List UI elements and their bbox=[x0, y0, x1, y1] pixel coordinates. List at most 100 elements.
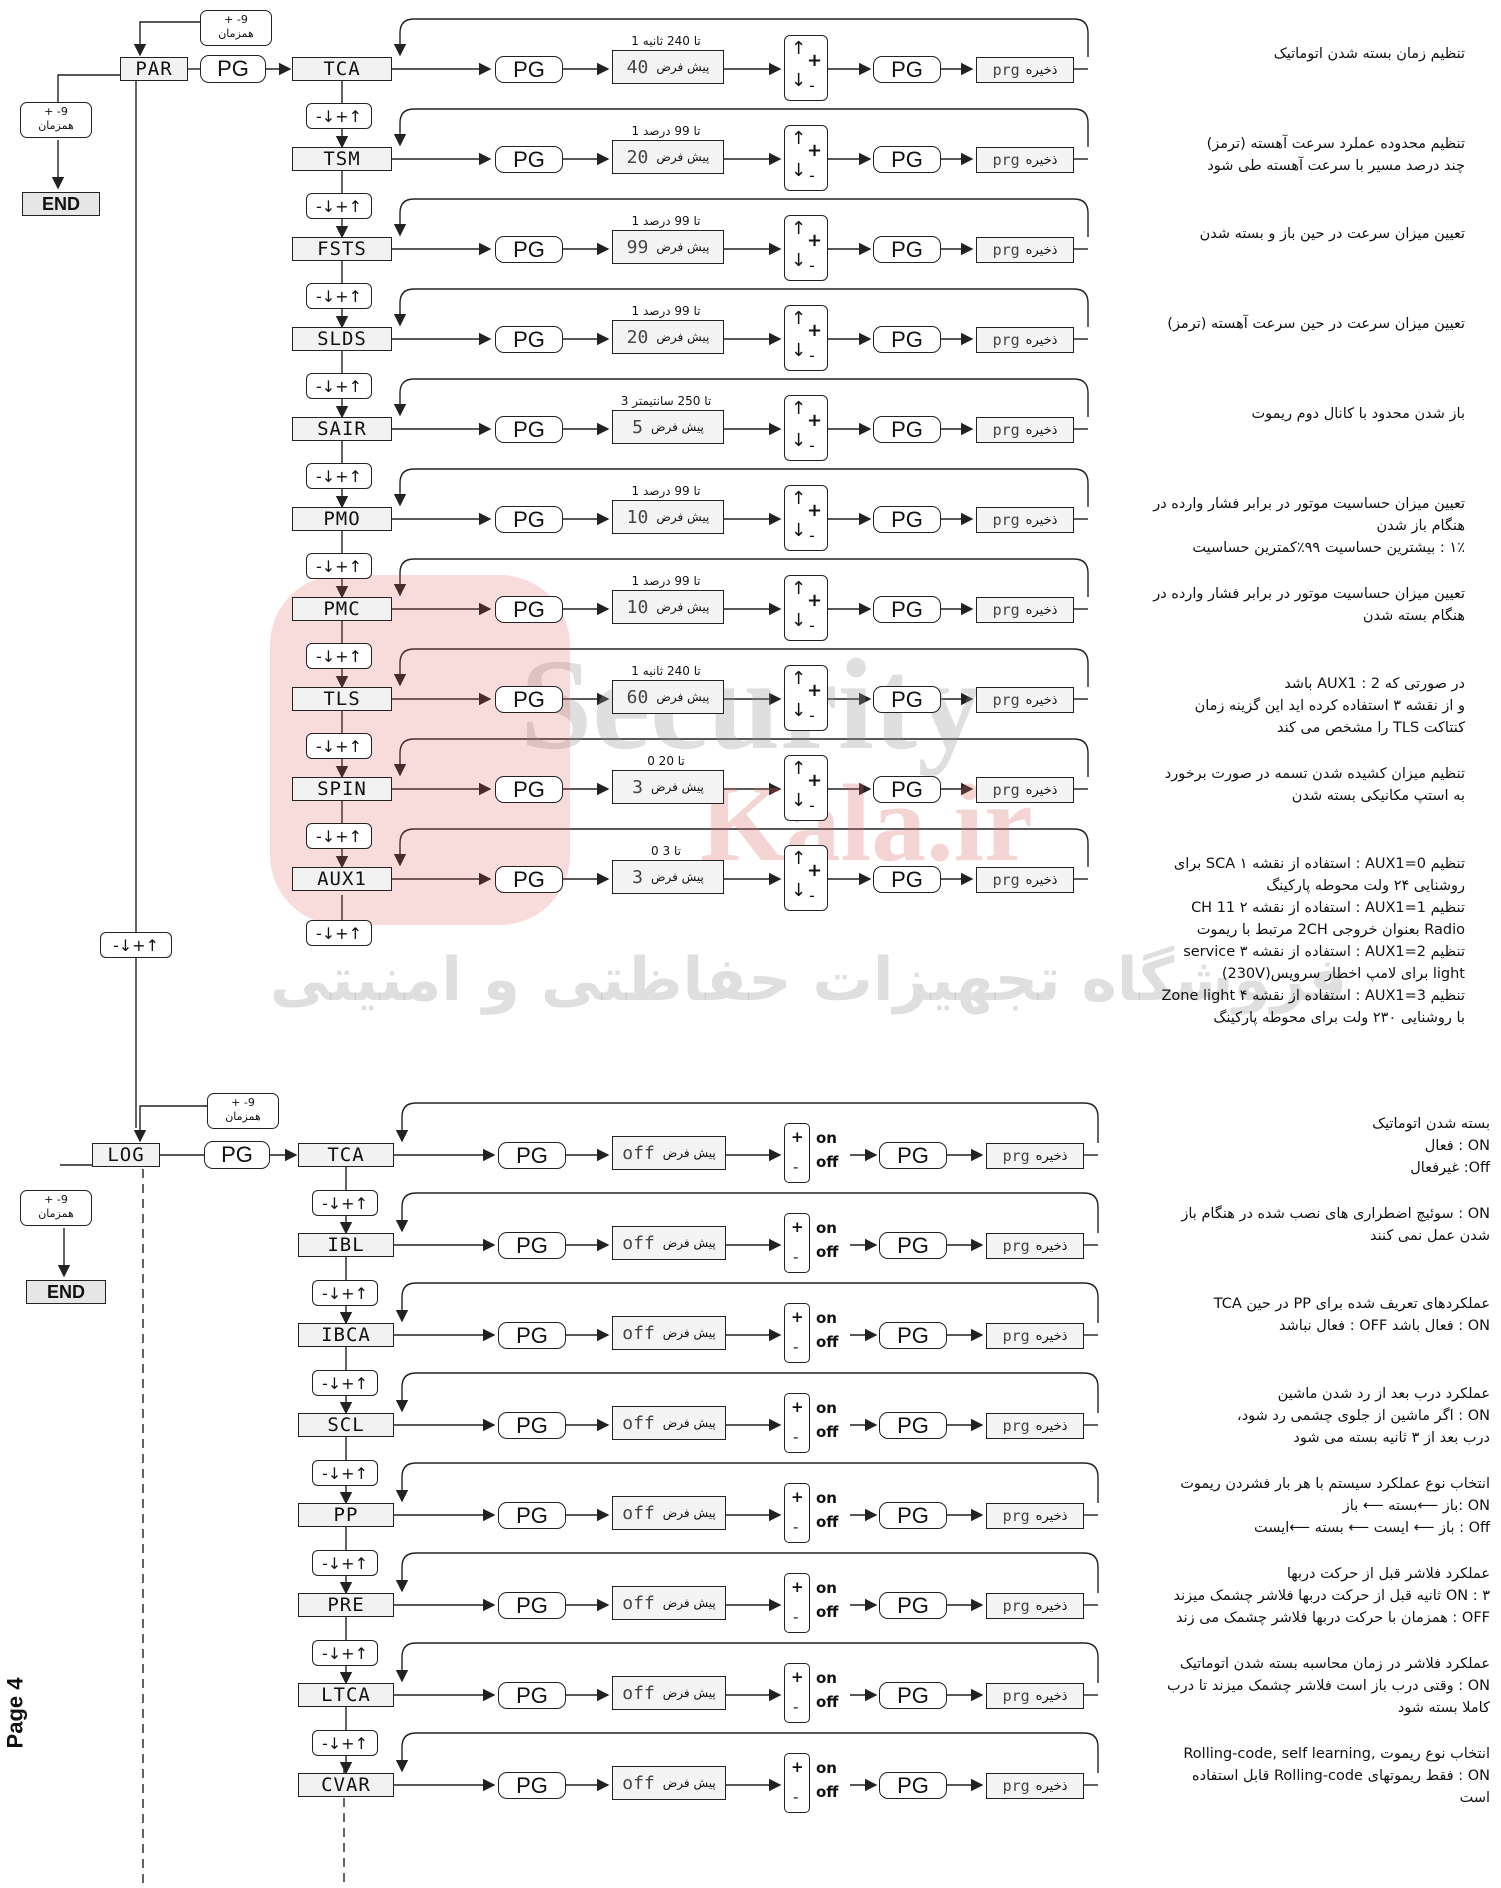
par-nav-keys[interactable]: -↓+↑ bbox=[306, 643, 372, 669]
par-tca-display[interactable]: TCA bbox=[292, 57, 392, 81]
log-tca-pg-save[interactable]: PG bbox=[879, 1142, 947, 1169]
par-pmc-pg-save[interactable]: PG bbox=[873, 596, 941, 623]
log-ltca-display[interactable]: LTCA bbox=[298, 1683, 394, 1707]
log-ibca-pg-enter[interactable]: PG bbox=[498, 1322, 566, 1349]
log-ibl-plus-minus-keys[interactable]: +- bbox=[784, 1213, 810, 1273]
par-tls-up-down-keys[interactable]: ↑+↓- bbox=[784, 665, 828, 731]
log-nav-keys[interactable]: -↓+↑ bbox=[312, 1370, 378, 1396]
par-slds-pg-save[interactable]: PG bbox=[873, 326, 941, 353]
log-ibl-pg-enter[interactable]: PG bbox=[498, 1232, 566, 1259]
par-aux1-display[interactable]: AUX1 bbox=[292, 867, 392, 891]
par-nav-keys[interactable]: -↓+↑ bbox=[306, 193, 372, 219]
log-scl-plus-minus-keys[interactable]: +- bbox=[784, 1393, 810, 1453]
par-spin-up-down-keys[interactable]: ↑+↓- bbox=[784, 755, 828, 821]
log-pp-display[interactable]: PP bbox=[298, 1503, 394, 1527]
log-ltca-pg-save[interactable]: PG bbox=[879, 1682, 947, 1709]
par-tca-pg-enter[interactable]: PG bbox=[495, 56, 563, 83]
par-sair-pg-save[interactable]: PG bbox=[873, 416, 941, 443]
par-slds-pg-enter[interactable]: PG bbox=[495, 326, 563, 353]
log-ibca-pg-save[interactable]: PG bbox=[879, 1322, 947, 1349]
par-nav-keys[interactable]: -↓+↑ bbox=[306, 463, 372, 489]
log-ibl-display[interactable]: IBL bbox=[298, 1233, 394, 1257]
log-cvar-display[interactable]: CVAR bbox=[298, 1773, 394, 1797]
par-pmo-up-down-keys[interactable]: ↑+↓- bbox=[784, 485, 828, 551]
par-pmc-display[interactable]: PMC bbox=[292, 597, 392, 621]
log-pre-display[interactable]: PRE bbox=[298, 1593, 394, 1617]
prg-value: prg bbox=[1002, 1687, 1030, 1705]
par-spin-pg-enter[interactable]: PG bbox=[495, 776, 563, 803]
simul-label: همزمان bbox=[38, 119, 74, 132]
log-pre-pg-enter[interactable]: PG bbox=[498, 1592, 566, 1619]
par-sair-pg-enter[interactable]: PG bbox=[495, 416, 563, 443]
log-ibl-pg-save[interactable]: PG bbox=[879, 1232, 947, 1259]
par-tls-pg-enter[interactable]: PG bbox=[495, 686, 563, 713]
par-pmo-display[interactable]: PMO bbox=[292, 507, 392, 531]
log-cvar-plus-minus-keys[interactable]: +- bbox=[784, 1753, 810, 1813]
par-fsts-display[interactable]: FSTS bbox=[292, 237, 392, 261]
par-slds-up-down-keys[interactable]: ↑+↓- bbox=[784, 305, 828, 371]
log-tca-display[interactable]: TCA bbox=[298, 1143, 394, 1167]
par-tls-display[interactable]: TLS bbox=[292, 687, 392, 711]
log-ltca-pg-enter[interactable]: PG bbox=[498, 1682, 566, 1709]
log-tca-plus-minus-keys[interactable]: +- bbox=[784, 1123, 810, 1183]
log-scl-pg-save[interactable]: PG bbox=[879, 1412, 947, 1439]
log-cvar-pg-enter[interactable]: PG bbox=[498, 1772, 566, 1799]
par-tsm-display[interactable]: TSM bbox=[292, 147, 392, 171]
par-pmo-pg-save[interactable]: PG bbox=[873, 506, 941, 533]
par-aux1-up-down-keys[interactable]: ↑+↓- bbox=[784, 845, 828, 911]
par-fsts-pg-enter[interactable]: PG bbox=[495, 236, 563, 263]
log-ibca-display[interactable]: IBCA bbox=[298, 1323, 394, 1347]
par-last-nav-keys[interactable]: -↓+↑ bbox=[306, 920, 372, 946]
log-pre-pg-save[interactable]: PG bbox=[879, 1592, 947, 1619]
par-fsts-pg-save[interactable]: PG bbox=[873, 236, 941, 263]
par-pmo-pg-enter[interactable]: PG bbox=[495, 506, 563, 533]
par-tsm-pg-enter[interactable]: PG bbox=[495, 146, 563, 173]
par-pmc-up-down-keys[interactable]: ↑+↓- bbox=[784, 575, 828, 641]
par-slds-display[interactable]: SLDS bbox=[292, 327, 392, 351]
par-tsm-pg-save[interactable]: PG bbox=[873, 146, 941, 173]
par-tca-pg-save[interactable]: PG bbox=[873, 56, 941, 83]
par-sair-up-down-keys[interactable]: ↑+↓- bbox=[784, 395, 828, 461]
par-aux1-pg-enter[interactable]: PG bbox=[495, 866, 563, 893]
log-nav-keys[interactable]: -↓+↑ bbox=[312, 1640, 378, 1666]
par-aux1-pg-save[interactable]: PG bbox=[873, 866, 941, 893]
log-pre-plus-minus-keys[interactable]: +- bbox=[784, 1573, 810, 1633]
log-nav-keys[interactable]: -↓+↑ bbox=[312, 1460, 378, 1486]
log-nav-keys[interactable]: -↓+↑ bbox=[312, 1280, 378, 1306]
par-tls-pg-save[interactable]: PG bbox=[873, 686, 941, 713]
par-nav-keys[interactable]: -↓+↑ bbox=[306, 283, 372, 309]
par-tsm-up-down-keys[interactable]: ↑+↓- bbox=[784, 125, 828, 191]
log-ltca-plus-minus-keys[interactable]: +- bbox=[784, 1663, 810, 1723]
par-exit-nav-keys[interactable]: -↓+↑ bbox=[100, 932, 172, 958]
par-fsts-up-down-keys[interactable]: ↑+↓- bbox=[784, 215, 828, 281]
log-pg-button[interactable]: PG bbox=[204, 1141, 270, 1169]
par-nav-keys[interactable]: -↓+↑ bbox=[306, 373, 372, 399]
par-nav-keys[interactable]: -↓+↑ bbox=[306, 733, 372, 759]
log-tca-pg-enter[interactable]: PG bbox=[498, 1142, 566, 1169]
log-cvar-pg-save[interactable]: PG bbox=[879, 1772, 947, 1799]
log-nav-keys[interactable]: -↓+↑ bbox=[312, 1550, 378, 1576]
log-root-display[interactable]: LOG bbox=[92, 1143, 160, 1167]
log-scl-display[interactable]: SCL bbox=[298, 1413, 394, 1437]
par-nav-keys[interactable]: -↓+↑ bbox=[306, 103, 372, 129]
par-spin-display[interactable]: SPIN bbox=[292, 777, 392, 801]
log-nav-keys[interactable]: -↓+↑ bbox=[312, 1730, 378, 1756]
log-ibca-plus-minus-keys[interactable]: +- bbox=[784, 1303, 810, 1363]
par-nav-keys[interactable]: -↓+↑ bbox=[306, 553, 372, 579]
log-scl-pg-enter[interactable]: PG bbox=[498, 1412, 566, 1439]
log-pp-pg-enter[interactable]: PG bbox=[498, 1502, 566, 1529]
par-sair-display[interactable]: SAIR bbox=[292, 417, 392, 441]
log-pp-plus-minus-keys[interactable]: +- bbox=[784, 1483, 810, 1543]
log-nav-keys[interactable]: -↓+↑ bbox=[312, 1190, 378, 1216]
par-pmc-pg-enter[interactable]: PG bbox=[495, 596, 563, 623]
par-tca-up-down-keys[interactable]: ↑+↓- bbox=[784, 35, 828, 101]
par-nav-keys[interactable]: -↓+↑ bbox=[306, 823, 372, 849]
par-spin-pg-save[interactable]: PG bbox=[873, 776, 941, 803]
log-pp-pg-save[interactable]: PG bbox=[879, 1502, 947, 1529]
par-pg-button[interactable]: PG bbox=[200, 55, 266, 83]
par-root-display[interactable]: PAR bbox=[120, 57, 188, 81]
